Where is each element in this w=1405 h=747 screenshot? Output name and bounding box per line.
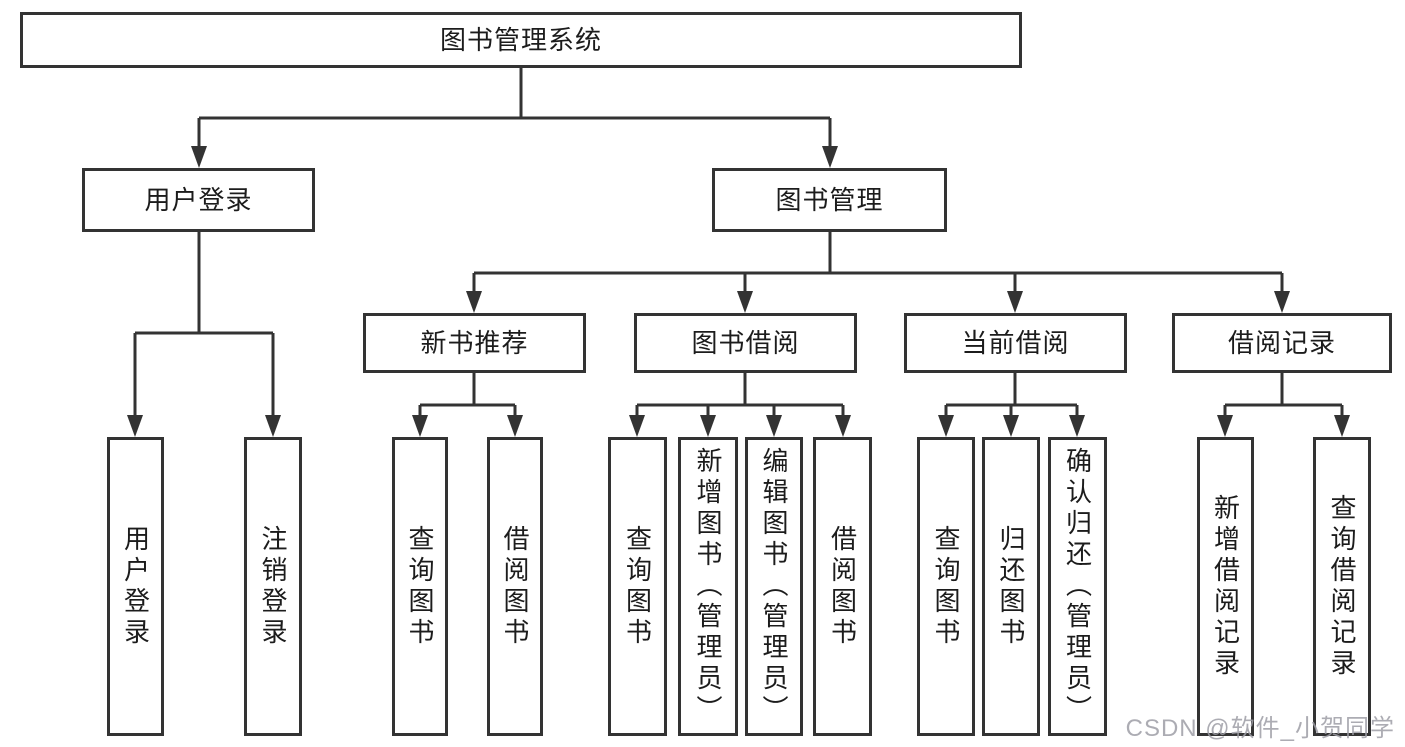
arrowhead xyxy=(938,415,954,437)
node-edit-book-admin: 编辑图书（管理员） xyxy=(745,437,803,736)
arrowhead xyxy=(412,415,428,437)
arrowhead xyxy=(822,146,838,168)
arrowhead xyxy=(766,415,782,437)
node-label: 注销登录 xyxy=(258,524,288,649)
node-user-login: 用户登录 xyxy=(107,437,164,736)
node-add-borrow-record: 新增借阅记录 xyxy=(1197,437,1254,736)
connector-new-book-recommend-to-leaves xyxy=(412,373,523,437)
node-book-borrowing: 图书借阅 xyxy=(634,313,857,373)
arrowhead xyxy=(629,415,645,437)
node-new-book-recommend: 新书推荐 xyxy=(363,313,586,373)
node-return-book: 归还图书 xyxy=(982,437,1040,736)
connector-book-borrowing-to-leaves xyxy=(629,373,851,437)
node-label: 用户登录 xyxy=(120,524,151,649)
node-borrowing-records: 借阅记录 xyxy=(1172,313,1392,373)
connector-line xyxy=(133,232,275,419)
node-label: 新书推荐 xyxy=(420,328,529,358)
node-label: 当前借阅 xyxy=(961,328,1070,358)
arrowhead xyxy=(507,415,523,437)
arrowhead xyxy=(700,415,716,437)
connector-current-borrowing-to-leaves xyxy=(938,373,1085,437)
arrowhead xyxy=(1069,415,1085,437)
node-label: 查询图书 xyxy=(622,524,653,649)
node-add-book-admin: 新增图书（管理员） xyxy=(678,437,738,736)
node-label: 归还图书 xyxy=(996,524,1026,649)
arrowhead xyxy=(737,291,753,313)
node-label: 图书管理系统 xyxy=(439,25,602,55)
connector-root-to-level2 xyxy=(191,68,838,168)
arrowhead xyxy=(191,146,207,168)
node-label: 图书借阅 xyxy=(691,328,800,358)
node-label: 新增图书（管理员） xyxy=(693,447,723,726)
connector-line xyxy=(1223,373,1344,419)
arrowhead xyxy=(1334,415,1350,437)
connector-user-login-to-leaves xyxy=(127,232,281,437)
arrowhead xyxy=(265,415,281,437)
node-book-management: 图书管理 xyxy=(712,168,947,232)
arrowhead xyxy=(1274,291,1290,313)
node-label: 用户登录 xyxy=(144,185,253,215)
node-recommend-borrow-book: 借阅图书 xyxy=(487,437,543,736)
node-label: 查询图书 xyxy=(931,524,961,649)
connector-line xyxy=(944,373,1079,419)
connector-book-management-to-level3 xyxy=(466,232,1290,313)
arrowhead xyxy=(127,415,143,437)
node-user-login-group: 用户登录 xyxy=(82,168,315,232)
node-label: 编辑图书（管理员） xyxy=(759,447,789,726)
connector-line xyxy=(472,232,1284,295)
node-label: 借阅记录 xyxy=(1227,328,1336,358)
arrowhead xyxy=(1003,415,1019,437)
watermark: CSDN @软件_小贺同学 xyxy=(1125,715,1395,742)
node-confirm-return-admin: 确认归还（管理员） xyxy=(1048,437,1107,736)
node-current-query-book: 查询图书 xyxy=(917,437,975,736)
node-label: 查询借阅记录 xyxy=(1327,493,1357,680)
connector-line xyxy=(197,68,832,150)
arrowhead xyxy=(835,415,851,437)
node-query-borrow-record: 查询借阅记录 xyxy=(1313,437,1371,736)
connector-line xyxy=(635,373,845,419)
arrowhead xyxy=(466,291,482,313)
node-label: 查询图书 xyxy=(405,524,435,649)
node-label: 新增借阅记录 xyxy=(1210,493,1241,680)
node-library-management-system: 图书管理系统 xyxy=(20,12,1022,68)
connector-borrowing-records-to-leaves xyxy=(1217,373,1350,437)
arrowhead xyxy=(1007,291,1023,313)
node-recommend-query-book: 查询图书 xyxy=(392,437,448,736)
node-label: 确认归还（管理员） xyxy=(1062,447,1093,726)
node-current-borrowing: 当前借阅 xyxy=(904,313,1127,373)
node-label: 借阅图书 xyxy=(827,524,858,649)
node-label: 借阅图书 xyxy=(500,524,530,649)
node-borrowing-borrow-book: 借阅图书 xyxy=(813,437,872,736)
connector-line xyxy=(418,373,517,419)
node-logout-login: 注销登录 xyxy=(244,437,302,736)
node-borrowing-query-book: 查询图书 xyxy=(608,437,667,736)
node-label: 图书管理 xyxy=(775,185,884,215)
arrowhead xyxy=(1217,415,1233,437)
